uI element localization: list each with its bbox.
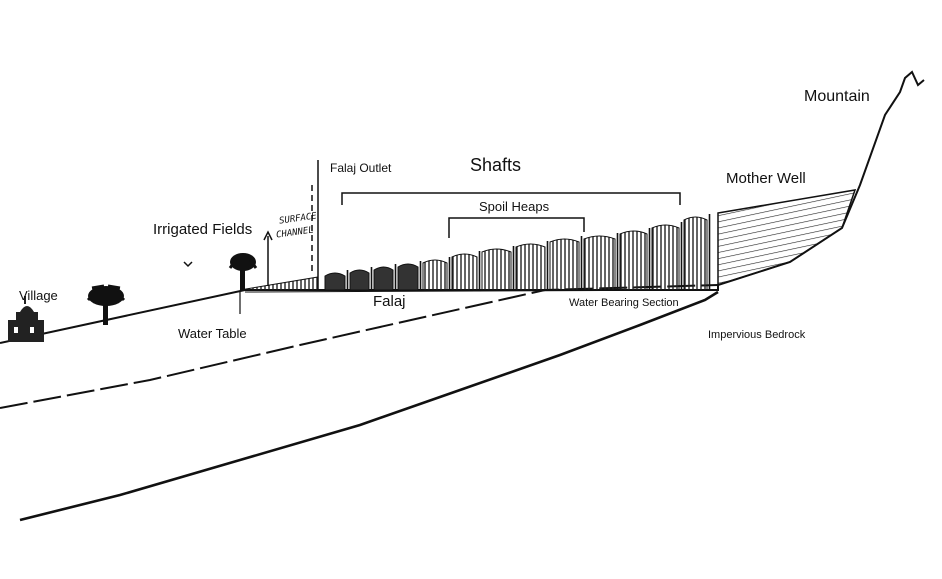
- mountain-label: Mountain: [804, 88, 870, 106]
- spoil-heap: [652, 225, 679, 290]
- spoil-heap: [350, 270, 369, 290]
- mother-well-label: Mother Well: [726, 170, 806, 187]
- spoil-heap: [452, 254, 477, 290]
- falaj-label: Falaj: [373, 293, 406, 310]
- shafts-label: Shafts: [470, 155, 521, 176]
- spoil-heaps-label: Spoil Heaps: [479, 199, 549, 214]
- impervious-bedrock-line: [20, 292, 718, 520]
- spoil-heap: [684, 217, 707, 290]
- spoil-heap: [584, 236, 615, 290]
- mother-well-hatched-area: [718, 190, 855, 285]
- spoil-heap: [516, 244, 545, 290]
- water-bearing-section-label: Water Bearing Section: [569, 297, 679, 309]
- impervious-bedrock-label: Impervious Bedrock: [708, 329, 805, 341]
- spoil-heap: [620, 231, 647, 290]
- irrigated-fields-label: Irrigated Fields: [153, 221, 252, 238]
- spoil-heap: [398, 264, 418, 290]
- spoil-heap: [325, 273, 345, 290]
- bird-icon: [184, 262, 192, 266]
- spoil-heap: [550, 239, 579, 290]
- shafts-group: [325, 214, 710, 290]
- spoil-heap: [482, 249, 511, 290]
- spoil-heap: [423, 260, 447, 290]
- village-label: Village: [19, 288, 58, 303]
- palm-tree-icon-2: [230, 253, 256, 290]
- spoil-heaps-bracket: [449, 218, 584, 238]
- spoil-heap: [374, 267, 393, 290]
- palm-tree-icon-1: [88, 286, 124, 325]
- outlet-ground-strip: [240, 277, 318, 290]
- water-table-label: Water Table: [178, 326, 247, 341]
- falaj-outlet-label: Falaj Outlet: [330, 161, 391, 175]
